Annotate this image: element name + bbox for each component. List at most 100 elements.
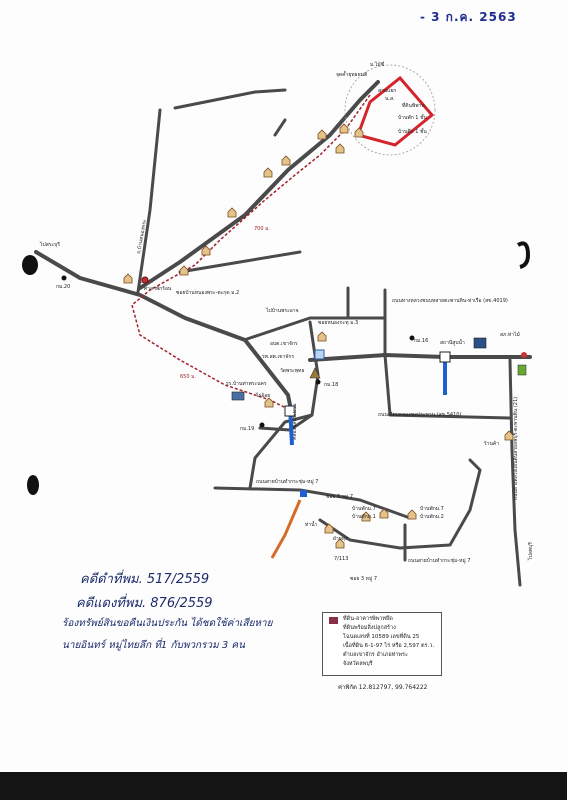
label-km20: กม.20 bbox=[56, 284, 70, 290]
house-icon bbox=[407, 509, 417, 520]
case-number-black: คดีดำที่พม. 517/2559 bbox=[80, 572, 210, 587]
label-pumping: สถานีสูบน้ำ bbox=[440, 337, 465, 346]
label-to-lopburi: ไปลพบุรี bbox=[527, 542, 534, 561]
route-line bbox=[131, 94, 371, 411]
road-northwest bbox=[173, 88, 287, 110]
label-scale-c: 650 ม. bbox=[180, 374, 196, 380]
house-icon bbox=[179, 265, 189, 276]
gas-station-icon bbox=[521, 352, 527, 358]
legend-title: ที่ดิน-อาคารพิพาทยึด bbox=[343, 616, 393, 622]
label-rai: ไร่อ้อย bbox=[255, 392, 270, 399]
shop-icon bbox=[517, 364, 527, 376]
case-number-red: คดีแดงที่พม. 876/2559 bbox=[76, 596, 213, 611]
label-house-north: บ้านพักม.7 bbox=[352, 505, 376, 512]
pond-marker bbox=[300, 490, 307, 497]
house-icon bbox=[227, 207, 237, 218]
house-icon bbox=[264, 397, 274, 408]
house-icon bbox=[335, 538, 345, 549]
label-north: น.ส. bbox=[385, 96, 395, 102]
label-saraburi: ไปสระบุรี bbox=[39, 241, 60, 248]
label-scale-a: 700 ม. bbox=[254, 226, 270, 232]
km-marker bbox=[315, 379, 321, 385]
label-km19: กม.19 bbox=[240, 426, 254, 432]
legend-line-2: โฉนดเลขที่ 10589 เลขที่ดิน 25 bbox=[343, 634, 420, 640]
label-top-right-b: สามแยก bbox=[378, 88, 396, 94]
house-icon bbox=[379, 508, 389, 519]
house-icon bbox=[354, 127, 364, 138]
road-main-west bbox=[34, 250, 294, 417]
legend-line-4: ตำบลเขาจักร อำเภอท่าพระ bbox=[343, 652, 408, 658]
label-house-r: บ้านพักม.2 bbox=[420, 513, 444, 520]
label-scale-b: 92 ม. bbox=[140, 279, 153, 285]
road-vertical-west bbox=[136, 108, 162, 294]
house-icon bbox=[361, 511, 371, 522]
label-house-n3: บ้านพักม.7 bbox=[420, 505, 444, 512]
label-house-1-floor: บ้านตึก 1 ชั้น bbox=[398, 126, 427, 135]
coordinates: ค่าพิกัด 12.812797, 99.764222 bbox=[338, 684, 428, 691]
ink-blot bbox=[27, 475, 39, 495]
house-icon bbox=[504, 430, 514, 441]
scan-edge bbox=[0, 772, 567, 800]
road-east-vertical bbox=[508, 358, 522, 587]
label-alley: ซอย 3 หมู่ 7 bbox=[326, 494, 353, 500]
house-icon bbox=[201, 245, 211, 256]
label-sala: ศาลาพักร้อน bbox=[144, 285, 172, 292]
house-icons bbox=[123, 123, 514, 549]
date-stamp: - 3 ก.ค. 2563 bbox=[420, 10, 517, 24]
road-north-diagonal bbox=[138, 80, 380, 290]
school-icon bbox=[231, 391, 245, 401]
label-village-road: ถนนสายบ้านทำกระชุ่ม-หมู่ 7 bbox=[256, 478, 318, 485]
label-small-road: ซอย 3 หมู่ 7 bbox=[350, 576, 377, 582]
road-network bbox=[34, 80, 532, 587]
road-highway-4019 bbox=[308, 353, 532, 362]
label-khai-suriya: จุดค้ำยุทธยนต์ bbox=[336, 69, 367, 78]
target-area-circle bbox=[344, 64, 436, 156]
label-kamphaeng-road: ถนนเลียบคลองชลประทาน (สข.5410) bbox=[378, 411, 461, 418]
label-wat: วัดพระพุทธ bbox=[280, 368, 304, 374]
sala-marker bbox=[141, 276, 149, 284]
temple-icon bbox=[309, 367, 321, 379]
label-khao-yai: ซอยบ้านหนองพระ-ตะกุด ม.2 bbox=[176, 289, 239, 296]
label-temple-road: ถนนสายบ้านทำกระชุ่ม-หมู่ 7 bbox=[408, 557, 470, 564]
house-icon bbox=[317, 129, 327, 140]
ink-blot bbox=[22, 255, 38, 275]
house-icon bbox=[281, 155, 291, 166]
label-km18: กม.18 bbox=[324, 382, 338, 388]
legend-line-1: ที่ดินพร้อมสิ่งปลูกสร้าง bbox=[343, 625, 396, 631]
house-icon bbox=[339, 123, 349, 134]
bridge-marker-1 bbox=[439, 351, 451, 363]
label-pond: รพ.สต.เขาจักร bbox=[262, 354, 294, 360]
bridge-marker-2 bbox=[284, 405, 296, 417]
police-icon bbox=[473, 337, 487, 349]
legend-box: ที่ดิน-อาคารพิพาทยึด ที่ดินพร้อมสิ่งปลูก… bbox=[322, 612, 442, 676]
road-village-horizontal bbox=[213, 486, 412, 520]
label-highway-4019: ถนนทางหลวงชนบทสายตะพานหิน-ท่าเรือ (สข.40… bbox=[392, 297, 508, 304]
road-village-diagonal bbox=[318, 458, 482, 550]
road-ruler-line bbox=[242, 316, 387, 342]
label-obt: อบต.เขาจักร bbox=[270, 341, 298, 347]
legend-line-5: จังหวัดลพบุรี bbox=[343, 661, 373, 667]
label-top-right-a: ม.ไม้ซี่ bbox=[370, 61, 385, 68]
label-school: รร.บ้านท่าพระนคร bbox=[226, 380, 267, 387]
hospital-icon bbox=[314, 349, 325, 360]
km-marker bbox=[409, 335, 415, 341]
defendant-names: นายอินทร์ หมู่ไทยลึก ที่1 กับพวกรวม 3 คน bbox=[62, 640, 245, 651]
label-residence: บ้านพัก 1 ชั้น bbox=[398, 112, 427, 121]
label-district: สภ.ท่าไม้ bbox=[500, 331, 520, 338]
label-road-num: 7/113 bbox=[334, 556, 348, 562]
map-labels: ไปสระบุรี กม.20 ถ.บ้านหนองพระ ศาลาพักร้อ… bbox=[39, 61, 534, 582]
label-house-n2: บ้านพักม.1 bbox=[352, 513, 376, 520]
label-canal: คลองชลประทาน bbox=[292, 403, 298, 440]
road-top-stub bbox=[273, 118, 287, 137]
house-icon bbox=[123, 273, 133, 284]
road-vertical-385 bbox=[383, 288, 512, 420]
legend-swatch bbox=[329, 617, 338, 624]
ink-blot bbox=[516, 241, 531, 269]
orange-road bbox=[270, 499, 302, 559]
road-mid-horizontal bbox=[178, 250, 302, 274]
label-k2: ฝ่ายทุ่ง bbox=[333, 536, 348, 542]
km-marker bbox=[259, 422, 265, 428]
label-to-phra: ไปบ้านพระอาจ bbox=[265, 307, 299, 314]
